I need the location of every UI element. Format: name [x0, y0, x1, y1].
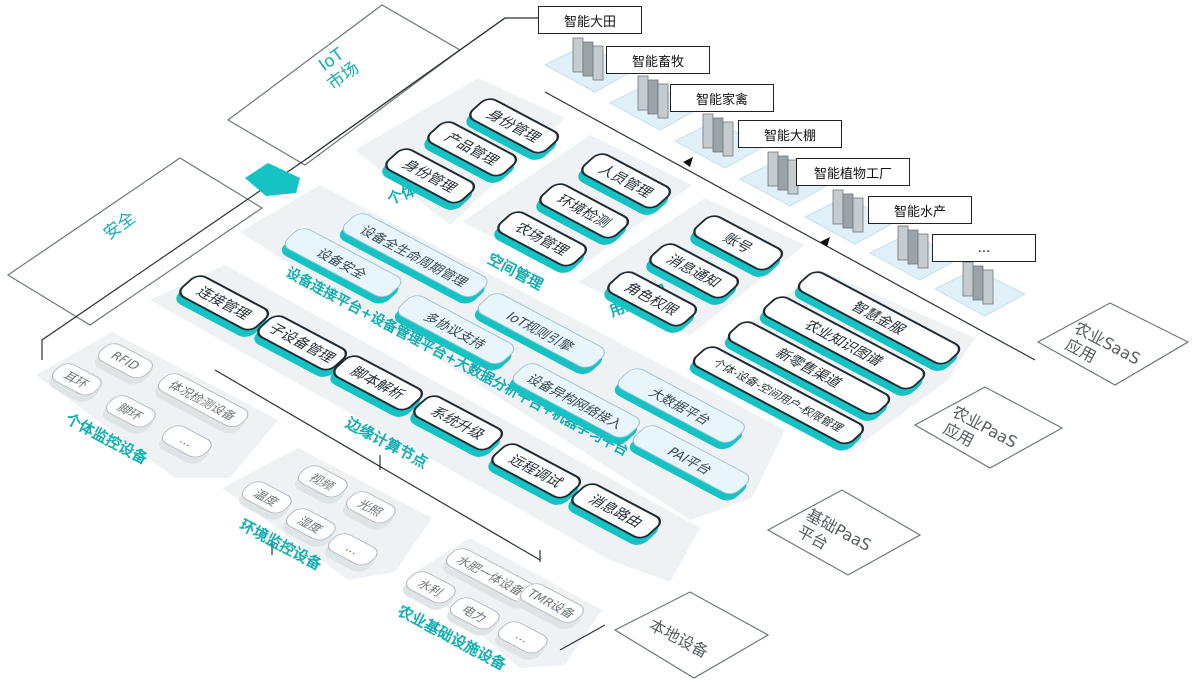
server-icon — [608, 75, 702, 131]
platform-individual-devices — [36, 332, 278, 478]
saas-prism — [1036, 302, 1190, 386]
outline-prisms — [6, 4, 1190, 679]
server-icon — [933, 261, 1027, 317]
server-icon — [738, 151, 832, 207]
security-prism — [6, 157, 264, 326]
platform-env-devices — [222, 448, 432, 580]
server-icon — [803, 189, 897, 245]
server-icon — [543, 37, 637, 93]
arrows — [683, 157, 830, 247]
platform-infra-devices — [410, 538, 602, 668]
local-device-prism — [613, 591, 770, 679]
server-icon — [868, 225, 962, 281]
arrow-up-icon — [683, 157, 693, 167]
paas-app-prism — [913, 386, 1064, 469]
arrow-up-icon — [820, 237, 830, 247]
basic-paas-prism — [766, 489, 922, 576]
security-pointer-icon — [245, 163, 300, 196]
